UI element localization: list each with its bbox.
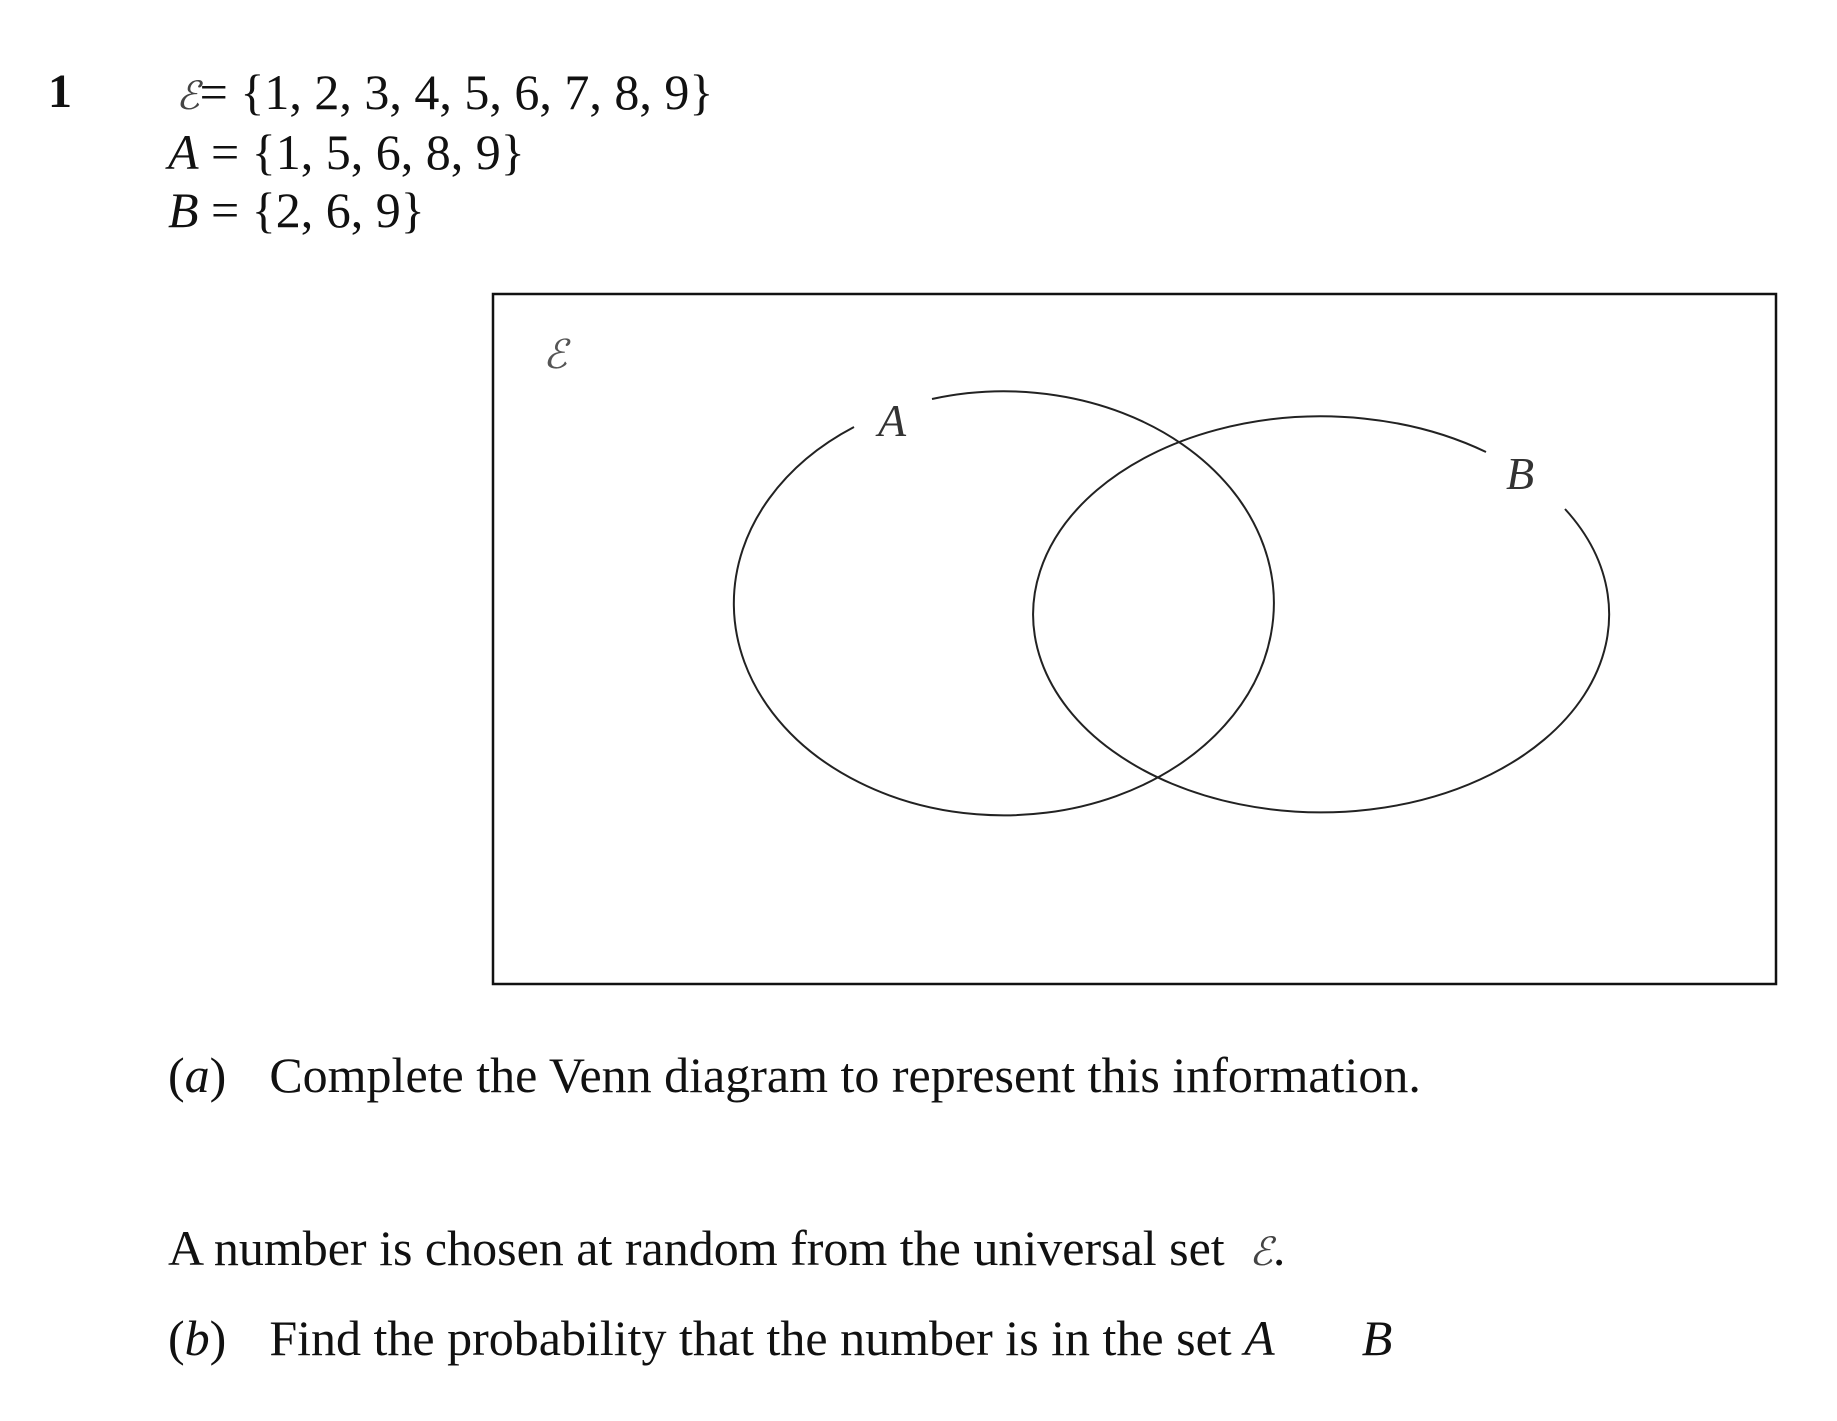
set-a-circle (732, 390, 1275, 817)
universal-set-definition: ℰ= {1, 2, 3, 4, 5, 6, 7, 8, 9} (176, 64, 713, 125)
part-b-set-a: A (1244, 1310, 1275, 1366)
set-a-values: = {1, 5, 6, 8, 9} (198, 124, 525, 180)
set-b-definition: B = {2, 6, 9} (168, 182, 425, 238)
random-choice-end: . (1272, 1220, 1286, 1276)
part-b-letter: b (184, 1310, 210, 1366)
set-a-label: A (875, 395, 907, 446)
question-number: 1 (48, 65, 72, 118)
part-a: (a) Complete the Venn diagram to represe… (168, 1045, 1421, 1105)
part-b-set-b: B (1361, 1310, 1393, 1366)
universal-set-symbol: ℰ (176, 74, 200, 119)
set-b-circle (1032, 415, 1611, 814)
random-choice-statement: A number is chosen at random from the un… (168, 1218, 1285, 1283)
set-a-name: A (168, 124, 199, 180)
part-b-text: Find the probability that the number is … (269, 1310, 1232, 1366)
universal-set-values: = {1, 2, 3, 4, 5, 6, 7, 8, 9} (199, 64, 714, 120)
part-a-label: (a) (168, 1047, 227, 1103)
part-a-text: Complete the Venn diagram to represent t… (269, 1047, 1421, 1103)
set-b-name: B (168, 182, 199, 238)
set-a-definition: A = {1, 5, 6, 8, 9} (168, 124, 525, 180)
part-b: (b) Find the probability that the number… (168, 1308, 1392, 1368)
part-b-label: (b) (168, 1310, 227, 1366)
universal-set-symbol-inline: ℰ (1249, 1230, 1273, 1275)
random-choice-text: A number is chosen at random from the un… (168, 1220, 1225, 1276)
universal-set-label: ℰ (543, 332, 571, 378)
part-a-letter: a (184, 1047, 210, 1103)
set-b-values: = {2, 6, 9} (198, 182, 425, 238)
universal-set-box (491, 292, 1778, 986)
set-b-label: B (1506, 448, 1534, 499)
